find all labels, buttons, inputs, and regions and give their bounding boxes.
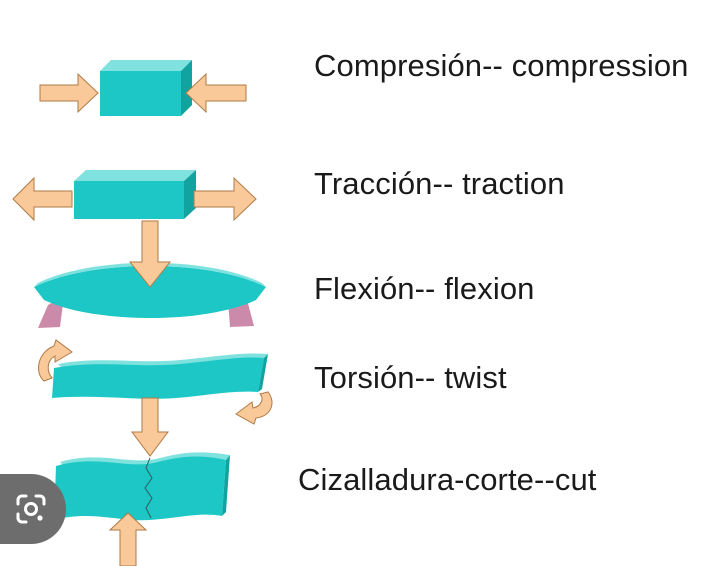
flexion-load-arrow <box>128 220 172 288</box>
shear-figure <box>54 397 230 566</box>
shear-bottom-arrow <box>108 512 148 566</box>
compression-label: Compresión-- compression <box>314 48 689 83</box>
torsion-label: Torsión-- twist <box>314 360 507 395</box>
flexion-beam-top <box>34 262 266 287</box>
shear-crack-line <box>144 457 153 519</box>
flexion-beam <box>34 266 266 318</box>
shear-label: Cizalladura-corte--cut <box>298 462 597 497</box>
compression-block-side <box>181 60 192 116</box>
traction-left-arrow <box>12 176 73 222</box>
google-lens-icon <box>16 494 46 524</box>
google-lens-button[interactable] <box>0 474 66 544</box>
torsion-right-curl-arrow <box>235 391 273 425</box>
shear-block-side <box>222 455 230 516</box>
traction-block-top <box>74 170 196 181</box>
compression-left-arrow <box>39 72 99 114</box>
traction-label: Tracción-- traction <box>314 166 565 201</box>
torsion-beam <box>52 357 264 399</box>
compression-figure <box>39 60 247 116</box>
torsion-left-curl-arrow <box>38 339 73 382</box>
compression-right-arrow <box>185 72 247 114</box>
flexion-label: Flexión-- flexion <box>314 271 535 306</box>
traction-figure <box>12 170 257 222</box>
compression-block-top <box>100 60 192 71</box>
torsion-beam-side <box>258 354 268 392</box>
traction-block-side <box>184 170 196 219</box>
flexion-figure <box>34 220 266 328</box>
compression-block-front <box>100 71 181 116</box>
shear-top-arrow <box>131 397 169 457</box>
shear-block <box>54 456 226 521</box>
traction-block-front <box>74 181 184 219</box>
torsion-figure <box>38 339 273 425</box>
traction-right-arrow <box>193 176 257 222</box>
